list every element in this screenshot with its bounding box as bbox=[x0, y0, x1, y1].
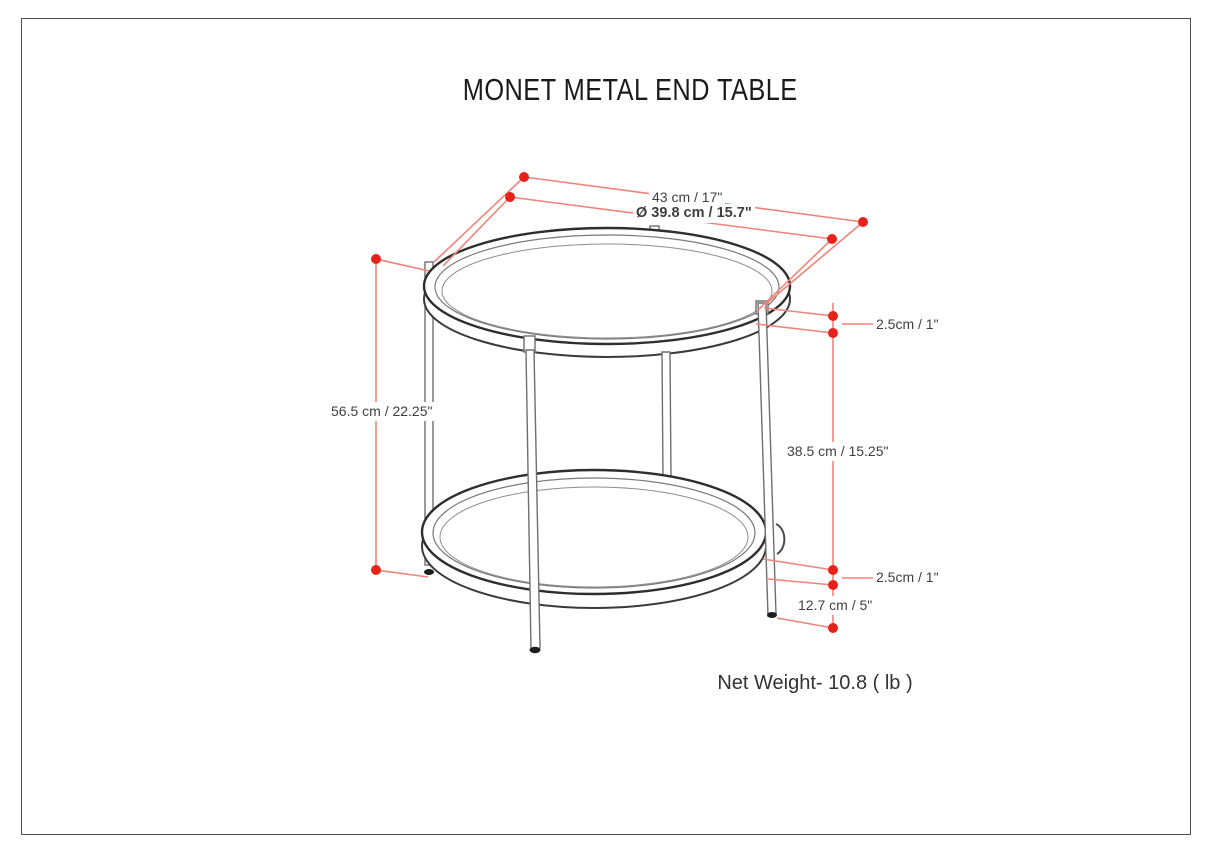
front-foot bbox=[529, 646, 541, 654]
shelf-floor bbox=[439, 486, 749, 588]
dot bbox=[828, 328, 838, 338]
dot bbox=[371, 565, 381, 575]
dim-label-top-width: 43 cm / 17" bbox=[649, 188, 726, 207]
dot bbox=[828, 623, 838, 633]
page-title-wrap: MONET METAL END TABLE bbox=[380, 72, 880, 108]
left-foot bbox=[424, 569, 434, 575]
shelf-thickness-leader-1 bbox=[762, 558, 834, 571]
dim-label-ground-clearance: 12.7 cm / 5" bbox=[795, 596, 876, 615]
right-leg bbox=[757, 302, 777, 617]
dot bbox=[828, 580, 838, 590]
top-outer-edge bbox=[422, 226, 792, 346]
dot bbox=[828, 565, 838, 575]
top-inner-lip bbox=[434, 234, 780, 340]
dot bbox=[827, 234, 837, 244]
height-leader-bottom bbox=[375, 569, 429, 578]
net-weight-text: Net Weight- 10.8 ( lb ) bbox=[717, 672, 913, 694]
clearance-leader bbox=[776, 617, 834, 629]
top-thickness-leader-2 bbox=[755, 323, 834, 334]
dot bbox=[519, 172, 529, 182]
top-width-ext-right bbox=[765, 221, 864, 305]
top-width-ext-left bbox=[433, 176, 525, 263]
right-foot bbox=[767, 612, 777, 618]
dot bbox=[505, 192, 515, 202]
page-title: MONET METAL END TABLE bbox=[462, 72, 798, 107]
dim-label-shelf-thickness: 2.5cm / 1" bbox=[873, 568, 942, 587]
dim-label-tier-gap: 38.5 cm / 15.25" bbox=[784, 442, 892, 461]
shelf-inner-lip bbox=[432, 477, 756, 589]
shelf-bracket bbox=[775, 523, 786, 555]
diameter-ext-right bbox=[756, 238, 833, 312]
dot bbox=[828, 311, 838, 321]
top-tray-floor bbox=[441, 243, 773, 339]
dim-label-top-thickness: 2.5cm / 1" bbox=[873, 315, 942, 334]
back-leg bbox=[661, 351, 672, 479]
shelf-outer-edge bbox=[420, 468, 768, 596]
lower-shelf bbox=[420, 468, 768, 609]
dim-label-overall-height: 56.5 cm / 22.25" bbox=[328, 402, 436, 421]
dot bbox=[371, 254, 381, 264]
dimension-dots bbox=[371, 172, 868, 633]
dot bbox=[858, 217, 868, 227]
table-drawing bbox=[420, 225, 792, 654]
top-thickness-leader-1 bbox=[763, 307, 834, 317]
shelf-thickness-leader-2 bbox=[767, 578, 834, 586]
table-top bbox=[422, 226, 792, 358]
dim-label-top-diameter: Ø 39.8 cm / 15.7" bbox=[633, 204, 755, 223]
diameter-ext-left bbox=[442, 196, 511, 267]
front-leg bbox=[525, 349, 541, 651]
height-leader-top bbox=[375, 258, 430, 272]
